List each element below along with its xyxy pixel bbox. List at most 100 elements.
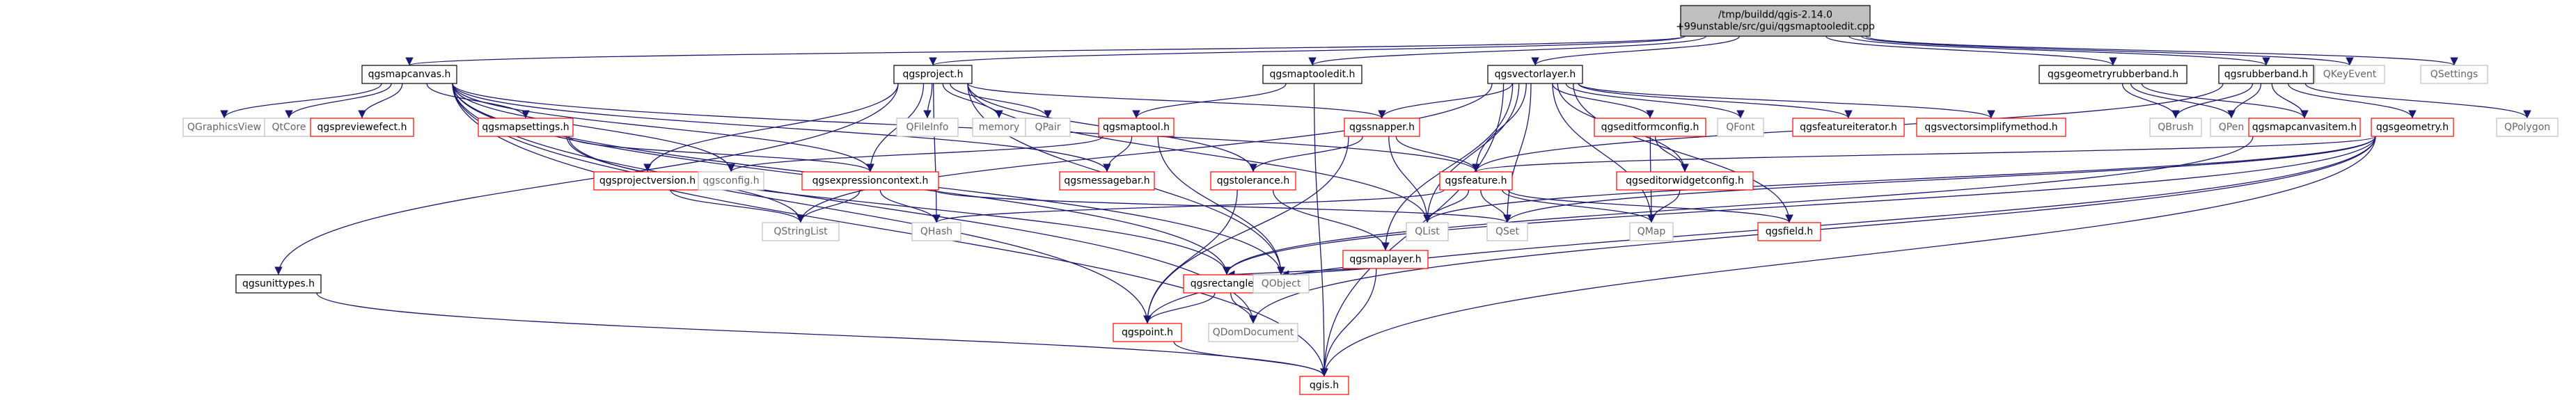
edges-layer [220, 35, 2531, 377]
node-label: qgsmapcanvas.h [368, 69, 451, 80]
node-qgstolerance[interactable]: qgstolerance.h [1210, 171, 1296, 191]
node-box [2248, 118, 2361, 137]
node-qgsconfig[interactable]: qgsconfig.h [698, 171, 764, 191]
edge-qgsmaptooledit-to-qgsmaptool [1132, 83, 1287, 119]
edge-qgsvectorlayer-to-QList [1423, 83, 1520, 223]
node-qgis[interactable]: qgis.h [1299, 376, 1349, 395]
node-qgsmapsettings[interactable]: qgsmapsettings.h [478, 118, 574, 137]
node-qgsexpressioncontext[interactable]: qgsexpressioncontext.h [801, 171, 939, 191]
edge-qgsgeometry-to-QList [1423, 136, 2376, 223]
node-qgsfeature[interactable]: qgsfeature.h [1439, 171, 1513, 191]
node-box [2039, 65, 2188, 84]
edge-qgsgeometryrubberband-to-QPen [2130, 83, 2236, 119]
node-QSet[interactable]: QSet [1486, 222, 1528, 241]
node-QDomDocument[interactable]: QDomDocument [1208, 323, 1298, 342]
node-label: QKeyEvent [2323, 69, 2377, 80]
edge-qgstolerance-to-qgspoint [1143, 189, 1238, 324]
edge-qgsvectorlayer-to-QMap [1552, 83, 1656, 223]
node-root[interactable]: /tmp/buildd/qgis-2.14.0+99unstable/src/g… [1676, 5, 1875, 37]
node-qgsgeometryrubberband[interactable]: qgsgeometryrubberband.h [2039, 65, 2188, 84]
node-QGraphicsView[interactable]: QGraphicsView [182, 118, 266, 137]
node-QMap[interactable]: QMap [1629, 222, 1674, 241]
node-label: QList [1415, 226, 1440, 237]
edge-root-to-qgsvectorlayer [1531, 35, 1740, 66]
node-label: QFileInfo [906, 122, 949, 133]
node-box [2371, 118, 2454, 137]
node-qgsrubberband[interactable]: qgsrubberband.h [2218, 65, 2314, 84]
node-qgspoint[interactable]: qgspoint.h [1113, 323, 1182, 342]
node-box [1025, 118, 1071, 137]
node-label: QSettings [2430, 69, 2478, 80]
node-qgseditorwidgetconfig[interactable]: qgseditorwidgetconfig.h [1616, 171, 1754, 191]
node-QFileInfo[interactable]: QFileInfo [896, 118, 959, 137]
edge-root-to-QSettings [1865, 35, 2458, 66]
node-QPair[interactable]: QPair [1025, 118, 1071, 137]
node-qgsmaptooledit[interactable]: qgsmaptooledit.h [1262, 65, 1362, 84]
node-QPolygon[interactable]: QPolygon [2496, 118, 2559, 137]
node-qgsmaptool[interactable]: qgsmaptool.h [1098, 118, 1175, 137]
node-box [2420, 65, 2488, 84]
node-label: QStringList [773, 226, 828, 237]
edge-qgsrubberband-to-QBrush [2171, 83, 2254, 119]
node-QtCore[interactable]: QtCore [264, 118, 314, 137]
edge-qgsproject-to-QList [967, 83, 1431, 223]
node-qgsmaplayer[interactable]: qgsmaplayer.h [1342, 250, 1429, 269]
edge-qgssnapper-to-qgspoint [1143, 136, 1349, 324]
node-qgsvectorlayer[interactable]: qgsvectorlayer.h [1487, 65, 1583, 84]
node-qgsmessagebar[interactable]: qgsmessagebar.h [1059, 171, 1155, 191]
node-label: qgsconfig.h [702, 175, 759, 186]
edge-qgsmapsettings-to-qgsexpressioncontext [568, 136, 874, 173]
node-box [361, 65, 457, 84]
node-qgsfeatureiterator[interactable]: qgsfeatureiterator.h [1792, 118, 1905, 137]
node-qgseditformconfig[interactable]: qgseditformconfig.h [1594, 118, 1706, 137]
node-box [762, 222, 840, 241]
node-QPen[interactable]: QPen [2210, 118, 2253, 137]
node-QBrush[interactable]: QBrush [2149, 118, 2202, 137]
node-qgsunittypes[interactable]: qgsunittypes.h [235, 274, 322, 294]
node-label: qgstolerance.h [1217, 175, 1289, 186]
edge-qgsvectorlayer-to-QSet [1503, 83, 1532, 223]
node-label: qgsvectorsimplifymethod.h [1924, 122, 2057, 133]
node-QFont[interactable]: QFont [1717, 118, 1764, 137]
node-QHash[interactable]: QHash [911, 222, 961, 241]
node-qgspreviewefect[interactable]: qgspreviewefect.h [310, 118, 414, 137]
edge-qgsmapcanvas-to-QtCore [285, 83, 392, 119]
edge-root-to-QKeyEvent [1861, 35, 2354, 66]
edge-qgsprojectversion-to-QStringList [670, 189, 805, 223]
node-memory[interactable]: memory [972, 118, 1026, 137]
node-label: QMap [1638, 226, 1666, 237]
node-label: qgsmaptool.h [1103, 122, 1170, 133]
node-QStringList[interactable]: QStringList [762, 222, 840, 241]
edge-qgsvectorlayer-to-qgssnapper [1378, 83, 1513, 119]
node-qgsfield[interactable]: qgsfield.h [1757, 222, 1821, 241]
node-QObject[interactable]: QObject [1252, 274, 1310, 294]
node-qgssnapper[interactable]: qgssnapper.h [1344, 118, 1420, 137]
edge-qgsfeature-to-QMap [1502, 189, 1656, 223]
node-box [593, 171, 702, 191]
node-QSettings[interactable]: QSettings [2420, 65, 2488, 84]
node-box [2314, 65, 2385, 84]
edge-qgsexpressioncontext-to-QSet [934, 189, 1511, 223]
node-QList[interactable]: QList [1406, 222, 1449, 241]
node-qgsmapcanvasitem[interactable]: qgsmapcanvasitem.h [2248, 118, 2361, 137]
node-QKeyEvent[interactable]: QKeyEvent [2314, 65, 2385, 84]
node-qgsvectorsimplifymethod[interactable]: qgsvectorsimplifymethod.h [1916, 118, 2066, 137]
edge-qgssnapper-to-QList [1388, 136, 1431, 223]
node-label: +99unstable/src/gui/qgsmaptooledit.cpp [1676, 22, 1875, 33]
node-qgsproject[interactable]: qgsproject.h [893, 65, 973, 84]
node-box [893, 65, 973, 84]
node-qgsprojectversion[interactable]: qgsprojectversion.h [593, 171, 702, 191]
node-qgsgeometry[interactable]: qgsgeometry.h [2371, 118, 2454, 137]
node-box [1262, 65, 1362, 84]
node-box [1299, 376, 1349, 395]
edge-qgsgeometry-to-qgsfeature [1472, 136, 2376, 173]
node-label: qgsprojectversion.h [599, 175, 696, 186]
edge-qgsmapcanvas-to-qgis [452, 83, 1328, 377]
edge-qgsgeometry-to-qgis [1320, 136, 2376, 377]
edge-qgsproject-to-QPair [950, 83, 1052, 119]
node-label: qgsexpressioncontext.h [812, 175, 929, 186]
node-qgsmapcanvas[interactable]: qgsmapcanvas.h [361, 65, 457, 84]
edge-qgsmaptool-to-qgsconfig [727, 136, 1104, 173]
node-label: qgsunittypes.h [242, 278, 315, 289]
